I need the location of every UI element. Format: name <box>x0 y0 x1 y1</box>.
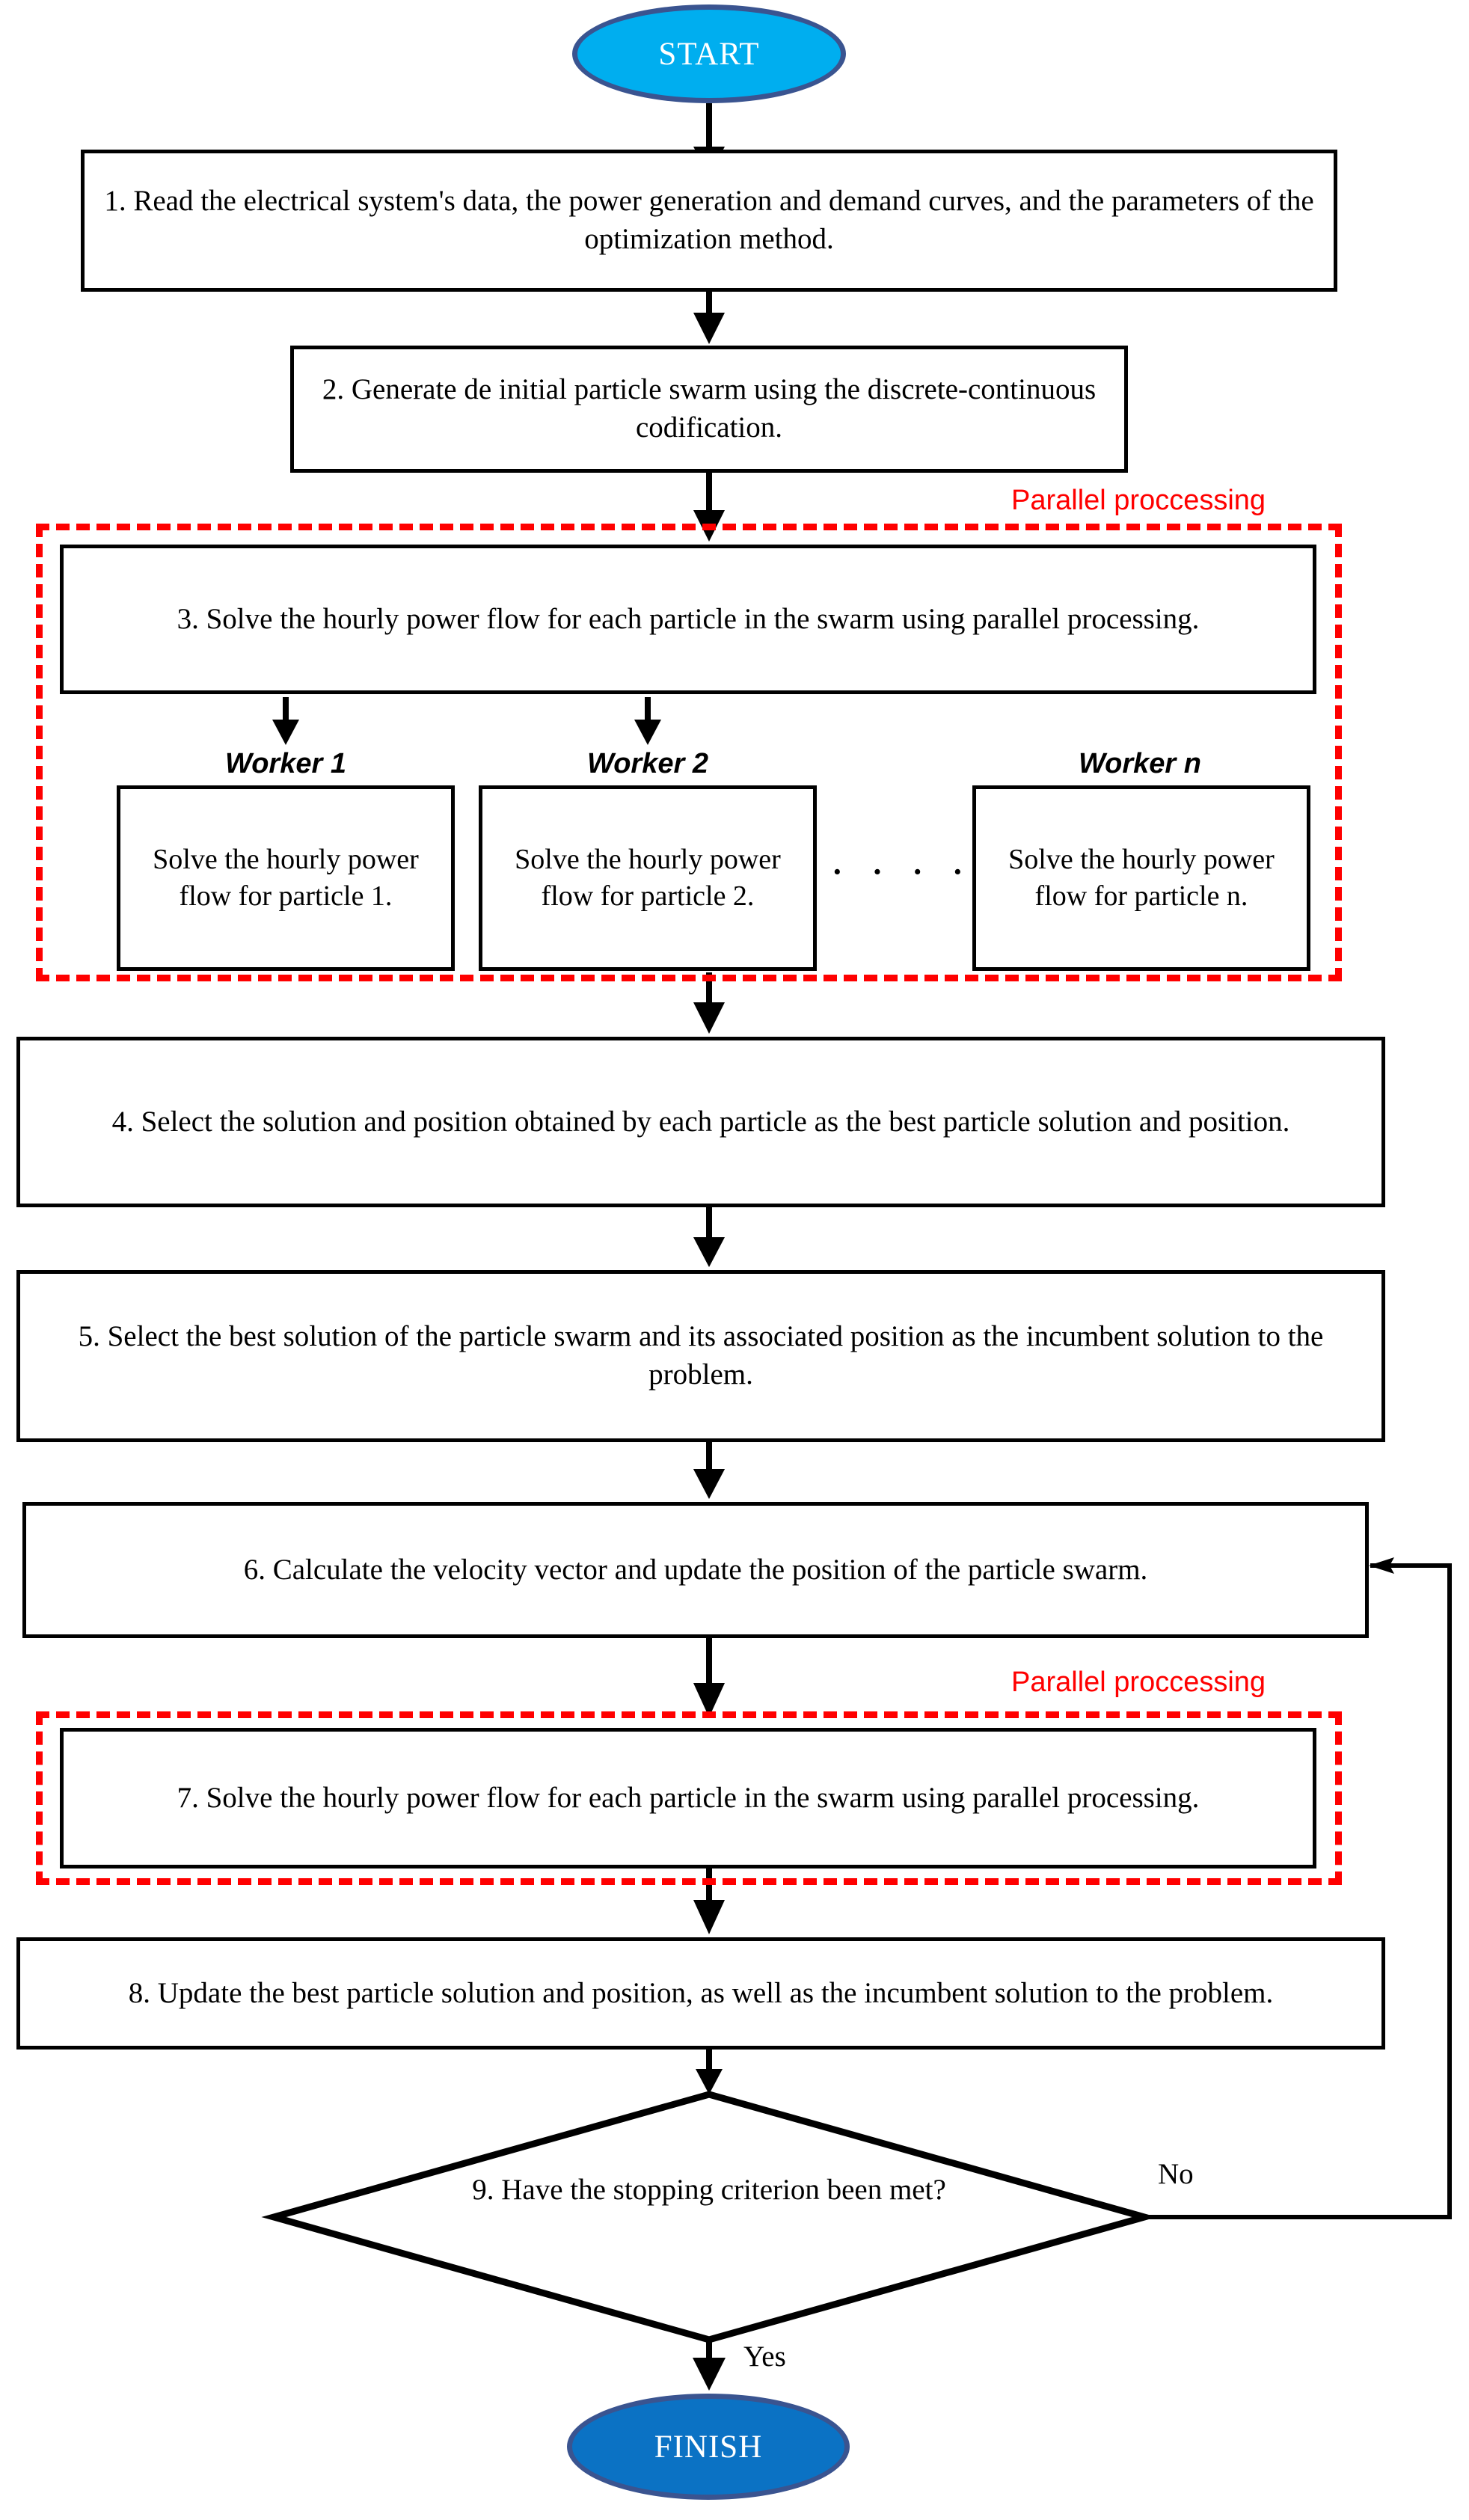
step-4-text: 4. Select the solution and position obta… <box>111 1105 1290 1138</box>
connector-step6-to-step7 <box>693 1638 725 1717</box>
decision-box-step-9[interactable]: 9. Have the stopping criterion been met? <box>274 2094 1144 2340</box>
worker-n-box[interactable]: Solve the hourly power flow for particle… <box>972 785 1310 971</box>
worker-n-text: Solve the hourly power flow for particle… <box>1008 843 1275 912</box>
step-3-text: 3. Solve the hourly power flow for each … <box>177 602 1200 635</box>
worker-1-text: Solve the hourly power flow for particle… <box>153 843 419 912</box>
process-box-step-8[interactable]: 8. Update the best particle solution and… <box>16 1937 1385 2050</box>
finish-label: FINISH <box>654 2429 763 2465</box>
process-box-step-3[interactable]: 3. Solve the hourly power flow for each … <box>60 545 1316 694</box>
parallel-group-top-label: Parallel proccessing <box>1011 485 1266 516</box>
step-6-text: 6. Calculate the velocity vector and upd… <box>243 1553 1148 1586</box>
parallel-group-bottom-label: Parallel proccessing <box>1011 1667 1266 1698</box>
connector-step3-to-worker1 <box>272 697 299 745</box>
step-5-text: 5. Select the best solution of the parti… <box>78 1320 1324 1391</box>
connector-step8-to-decision <box>696 2050 723 2094</box>
step-2-text: 2. Generate de initial particle swarm us… <box>322 373 1097 444</box>
worker-ellipsis: · · · · <box>832 853 974 890</box>
decision-yes-label: Yes <box>743 2340 786 2373</box>
worker-n-title: Worker n <box>1078 748 1201 779</box>
process-box-step-2[interactable]: 2. Generate de initial particle swarm us… <box>290 346 1128 473</box>
process-box-step-6[interactable]: 6. Calculate the velocity vector and upd… <box>22 1502 1369 1638</box>
process-box-step-4[interactable]: 4. Select the solution and position obta… <box>16 1037 1385 1207</box>
start-label: START <box>658 36 760 72</box>
connector-parallel-to-step4 <box>693 972 725 1034</box>
process-box-step-1[interactable]: 1. Read the electrical system's data, th… <box>81 150 1337 292</box>
connector-step7-to-step8 <box>693 1868 725 1934</box>
worker-2-title: Worker 2 <box>587 748 708 779</box>
connector-decision-no-feedback <box>1144 1557 1452 2219</box>
finish-terminal[interactable]: FINISH <box>567 2394 850 2500</box>
connector-decision-yes-to-finish <box>693 2340 726 2391</box>
step-7-text: 7. Solve the hourly power flow for each … <box>177 1781 1200 1814</box>
connector-step1-to-step2 <box>693 290 725 344</box>
decision-diamond-shape <box>261 2091 1157 2343</box>
decision-no-label: No <box>1158 2158 1194 2190</box>
start-terminal[interactable]: START <box>572 4 846 103</box>
step-9-text: 9. Have the stopping criterion been met? <box>472 2174 946 2206</box>
worker-2-box[interactable]: Solve the hourly power flow for particle… <box>479 785 817 971</box>
connector-step3-to-worker2 <box>634 697 661 745</box>
step-1-text: 1. Read the electrical system's data, th… <box>104 185 1314 255</box>
step-8-text: 8. Update the best particle solution and… <box>128 1976 1274 2009</box>
connector-step5-to-step6 <box>693 1442 725 1499</box>
connector-step2-to-step3 <box>693 471 725 542</box>
worker-1-title: Worker 1 <box>225 748 346 779</box>
process-box-step-7[interactable]: 7. Solve the hourly power flow for each … <box>60 1728 1316 1868</box>
worker-2-text: Solve the hourly power flow for particle… <box>515 843 781 912</box>
worker-1-box[interactable]: Solve the hourly power flow for particle… <box>117 785 455 971</box>
process-box-step-5[interactable]: 5. Select the best solution of the parti… <box>16 1270 1385 1442</box>
connector-step4-to-step5 <box>693 1207 725 1267</box>
